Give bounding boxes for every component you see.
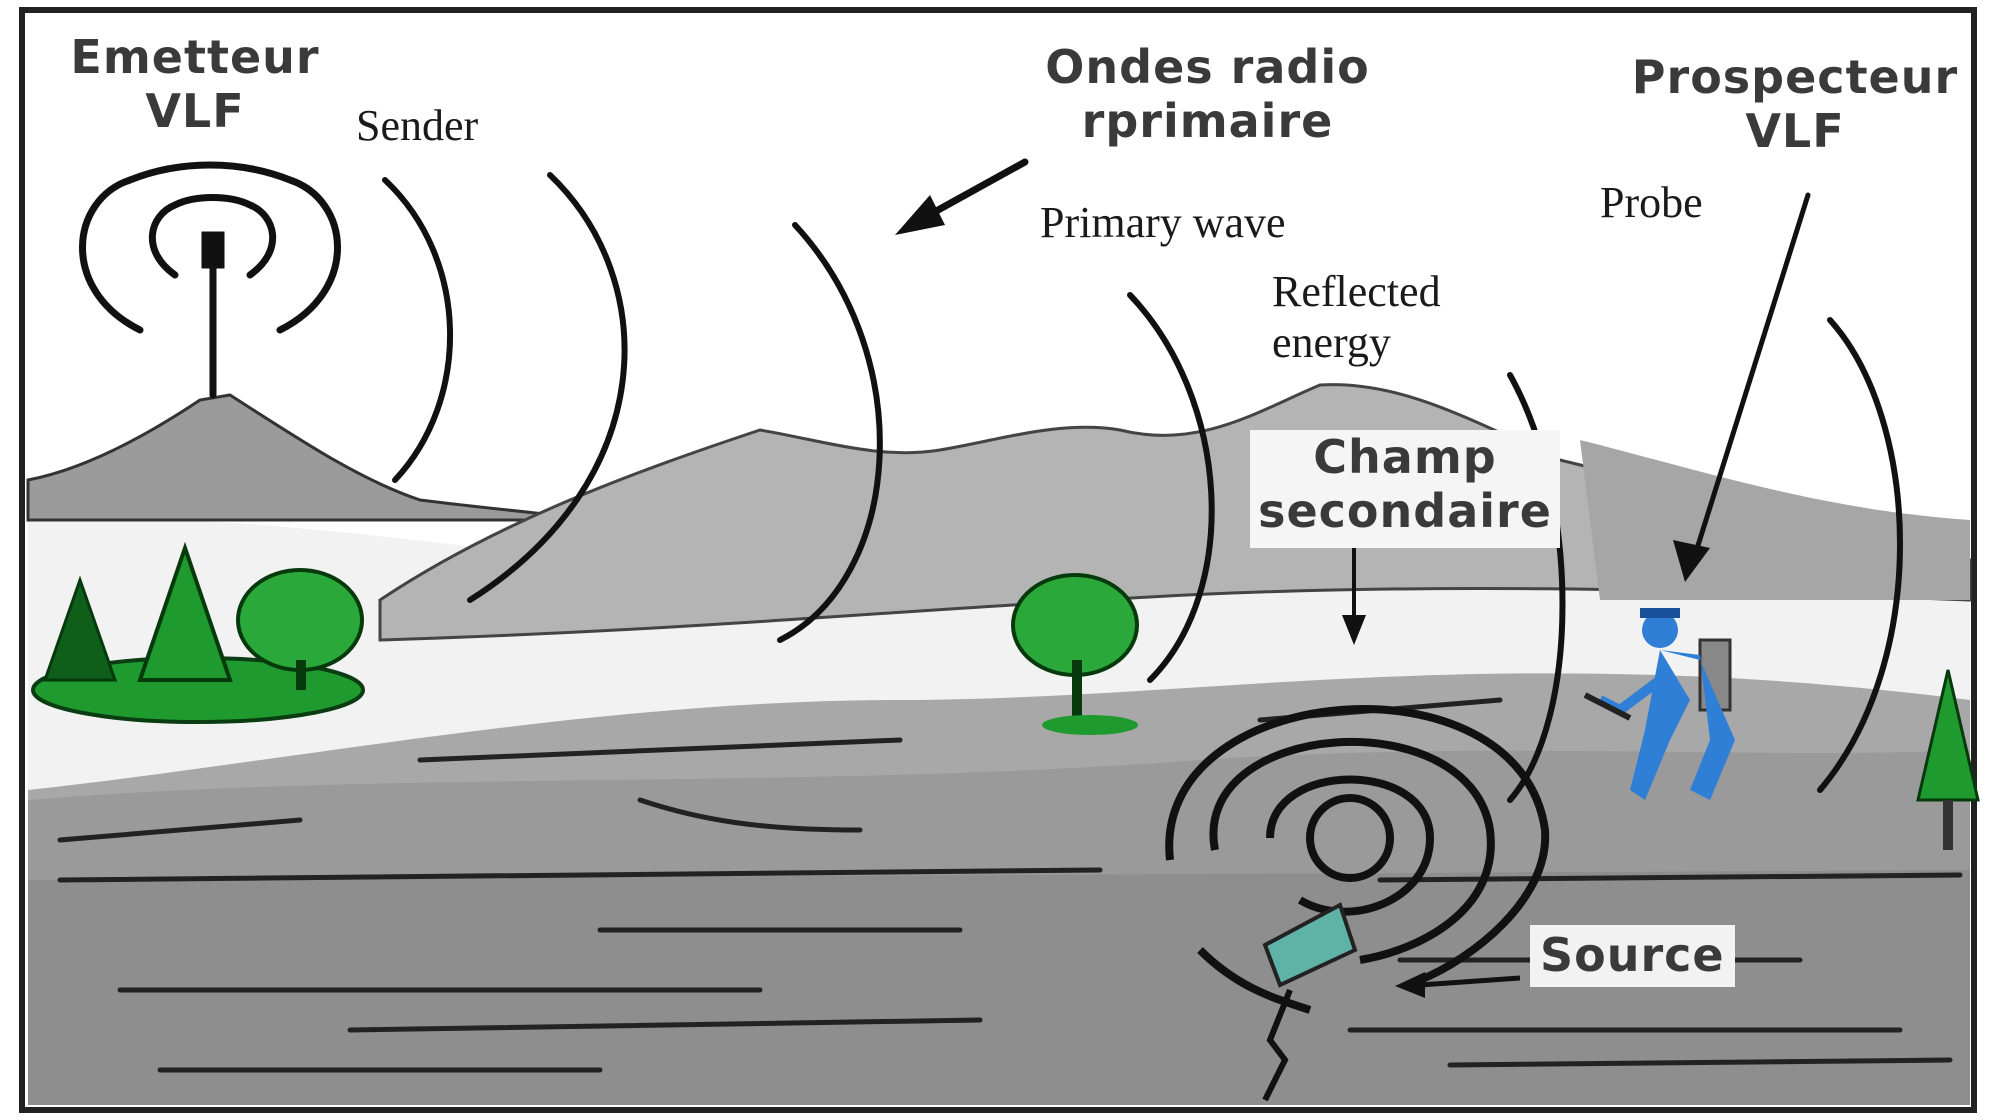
emetteur-label: Emetteur VLF: [60, 30, 330, 138]
primary-radio-waves-label: Ondes radio rprimaire: [1030, 40, 1385, 148]
reflected-energy-label: Reflected energy: [1272, 266, 1441, 368]
probe-label: Probe: [1600, 177, 1703, 228]
sender-label: Sender: [356, 100, 478, 151]
secondary-field-label: Champ secondaire: [1245, 430, 1565, 538]
prospector-label: Prospecteur VLF: [1625, 50, 1965, 158]
primary-wave-label: Primary wave: [1040, 197, 1286, 248]
source-label: Source: [1540, 928, 1725, 982]
